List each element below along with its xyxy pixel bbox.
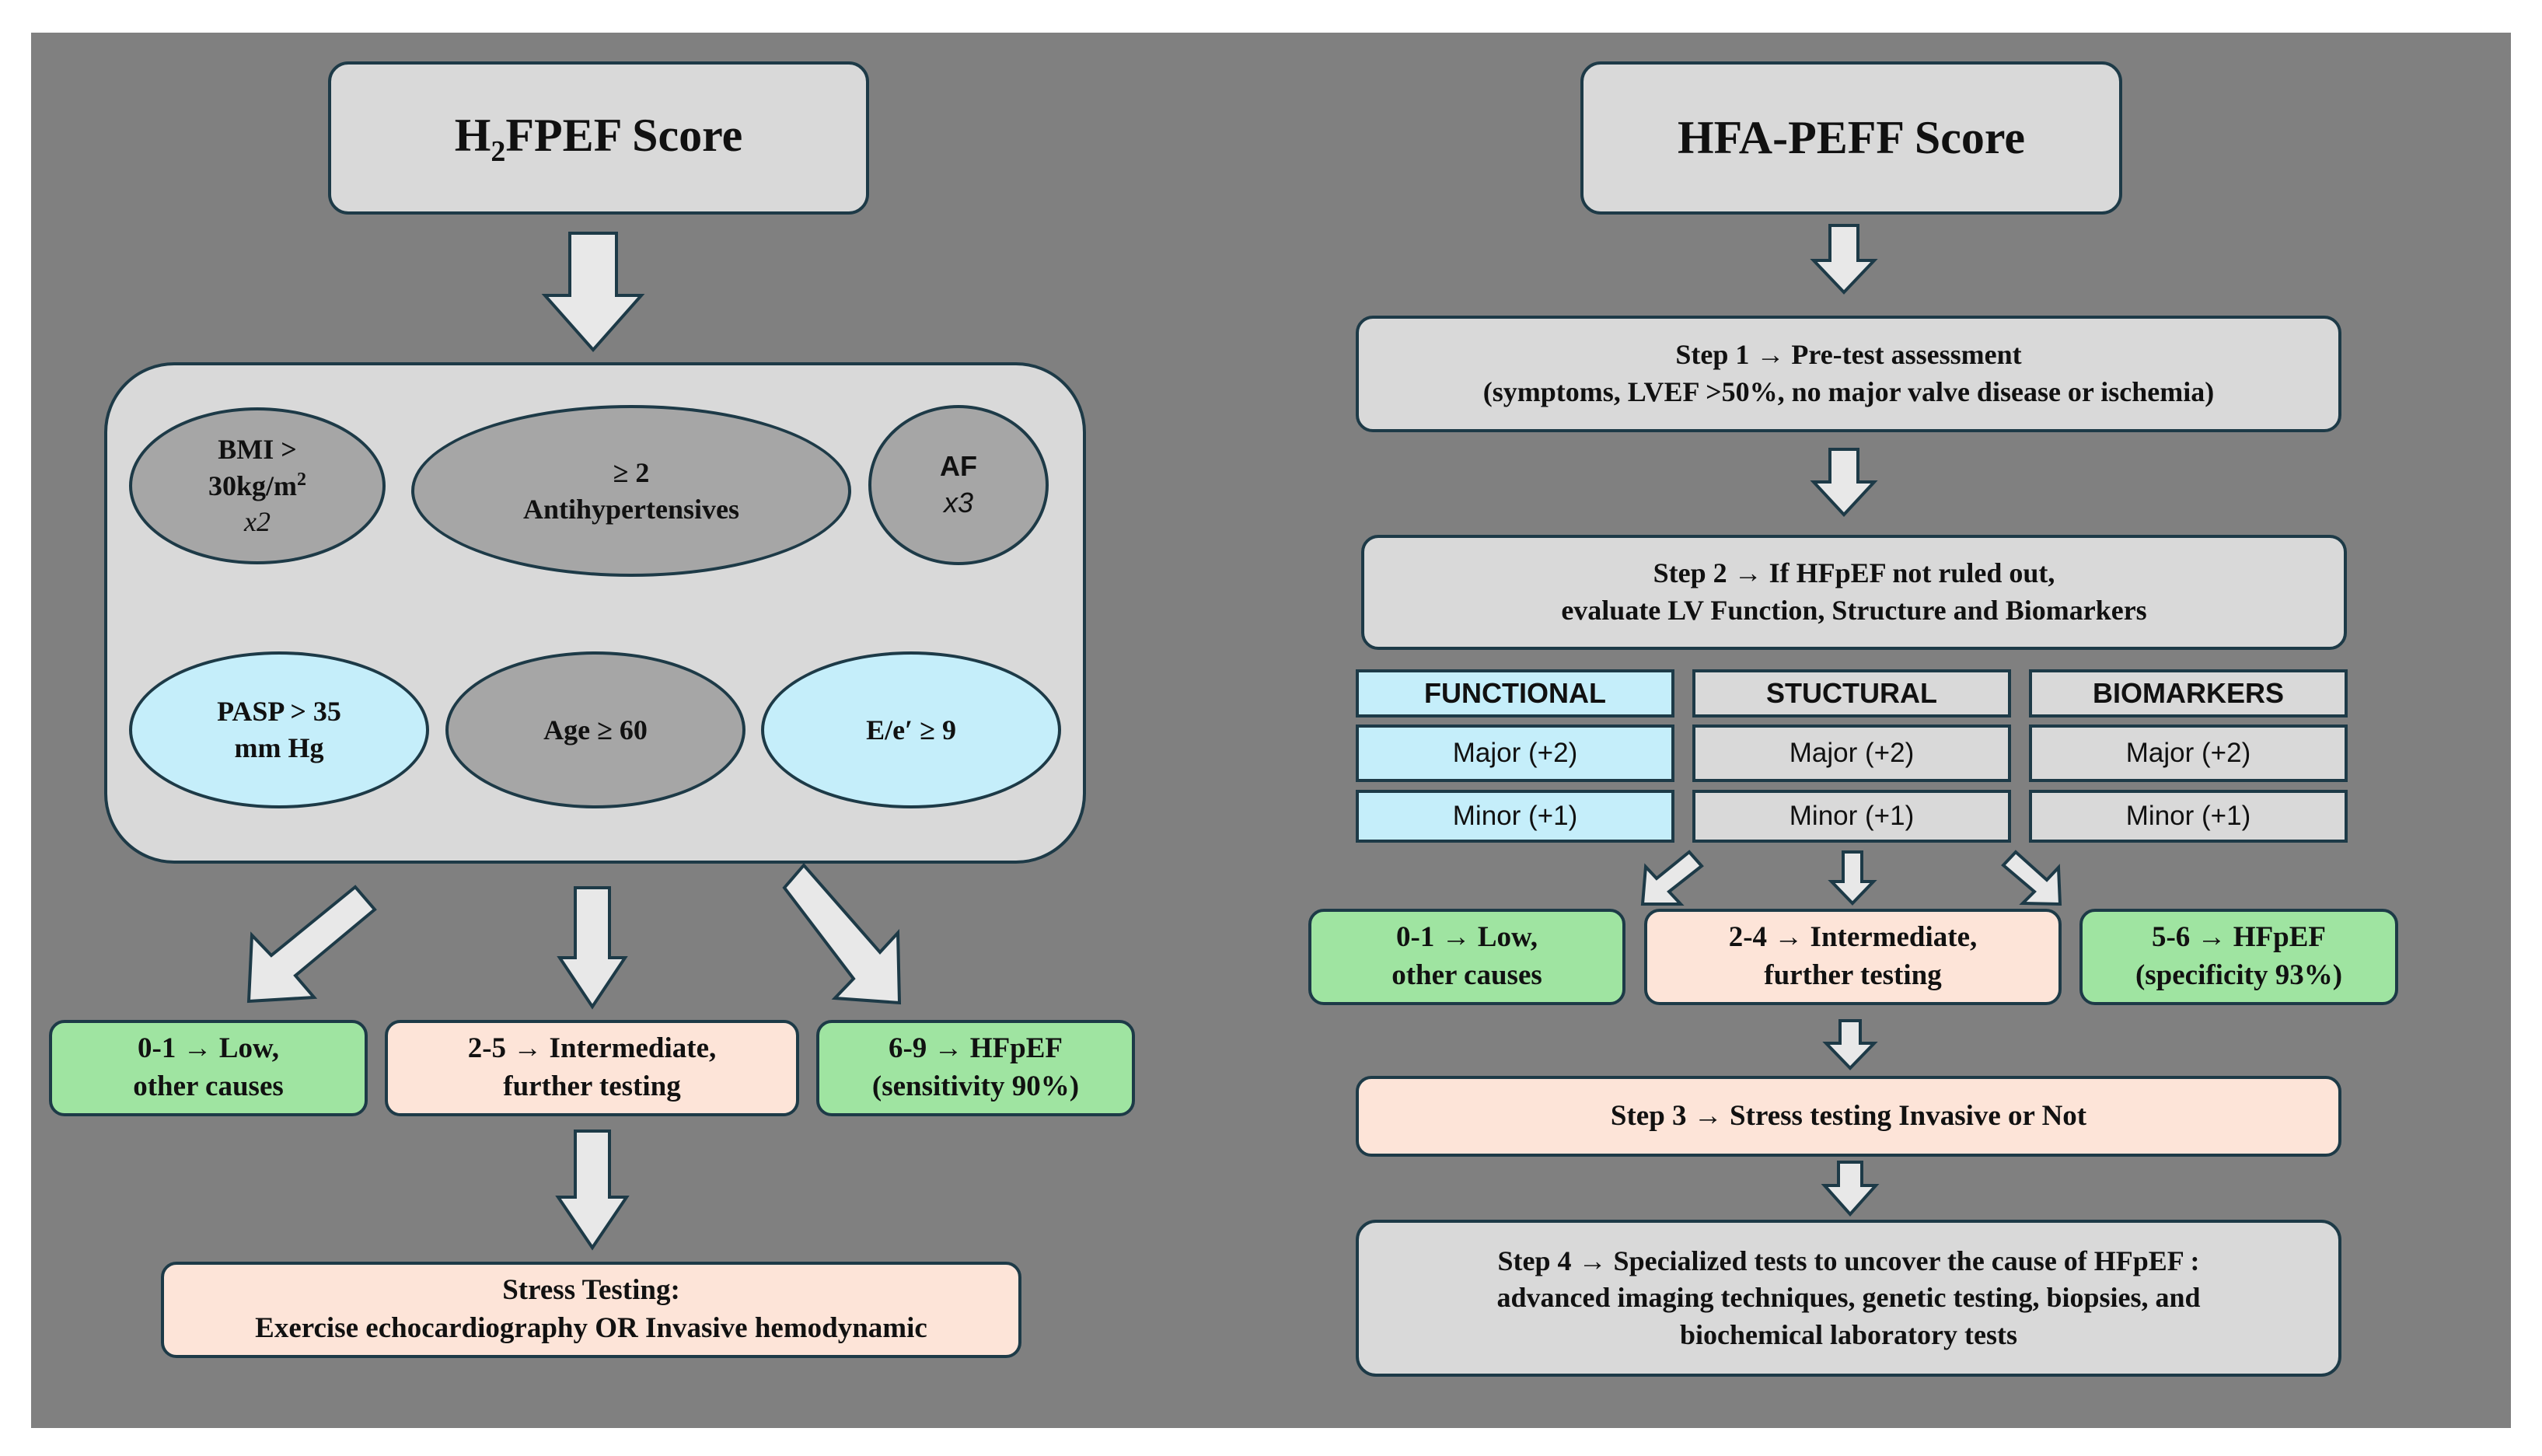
functional-header: FUNCTIONAL: [1356, 669, 1674, 718]
functional-major-cell: Major (+2): [1356, 725, 1674, 782]
pasp-label: PASP > 35: [217, 696, 341, 728]
arrow-diag-to-low-right: [1640, 850, 1704, 906]
bmi-label: BMI >: [218, 433, 297, 465]
h2fpef-high-outcome: 6-9 → HFpEF (sensitivity 90%): [816, 1020, 1135, 1116]
antihypertensives-criterion: ≥ 2 Antihypertensives: [411, 405, 851, 577]
age-label: Age ≥ 60: [543, 714, 648, 745]
ee-ratio-criterion: E/e′ ≥ 9: [761, 651, 1061, 808]
intermediate-outcome-range: 2-5 → Intermediate,: [467, 1032, 717, 1065]
arrow-down-to-intermediate: [557, 886, 628, 1010]
intermediate-outcome-text: further testing: [503, 1070, 681, 1102]
intermediate-outcome-text-right: further testing: [1764, 959, 1942, 991]
low-outcome-text-right: other causes: [1391, 959, 1542, 991]
intermediate-outcome-range-right: 2-4 → Intermediate,: [1728, 921, 1978, 954]
arrow-down-to-step3: [1822, 1019, 1878, 1070]
hfa-peff-high-outcome: 5-6 → HFpEF (specificity 93%): [2079, 909, 2398, 1005]
hfa-peff-low-outcome: 0-1 → Low, other causes: [1308, 909, 1625, 1005]
stress-testing-title: Stress Testing:: [502, 1274, 680, 1307]
step2-box: Step 2 → If HFpEF not ruled out, evaluat…: [1361, 535, 2347, 650]
structural-minor-cell: Minor (+1): [1692, 790, 2011, 843]
biomarkers-header: BIOMARKERS: [2029, 669, 2348, 718]
af-criterion: AF x3: [868, 405, 1049, 565]
hfa-peff-title: HFA-PEFF Score: [1677, 111, 2026, 163]
step4-box: Step 4 → Specialized tests to uncover th…: [1356, 1220, 2341, 1377]
step1-title: Step 1 → Pre-test assessment: [1675, 339, 2022, 371]
step3-box: Step 3 → Stress testing Invasive or Not: [1356, 1076, 2341, 1157]
step1-box: Step 1 → Pre-test assessment (symptoms, …: [1356, 316, 2341, 432]
step2-title: Step 2 → If HFpEF not ruled out,: [1653, 557, 2055, 589]
af-multiplier: x3: [943, 487, 974, 519]
bmi-value: 30kg/m2: [208, 469, 306, 501]
stress-testing-box: Stress Testing: Exercise echocardiograph…: [161, 1262, 1021, 1358]
arrow-down-to-stress: [555, 1130, 630, 1251]
arrow-diag-to-low: [246, 885, 377, 1004]
arrow-down-to-step1: [1810, 224, 1878, 295]
biomarkers-major-cell: Major (+2): [2029, 725, 2348, 782]
high-outcome-range: 6-9 → HFpEF: [888, 1032, 1063, 1065]
arrow-down-to-step4: [1821, 1161, 1880, 1217]
high-outcome-text-right: (specificity 93%): [2135, 959, 2343, 991]
hfa-peff-intermediate-outcome: 2-4 → Intermediate, further testing: [1644, 909, 2062, 1005]
age-criterion: Age ≥ 60: [445, 651, 745, 808]
arrow-down-to-step2: [1810, 448, 1878, 517]
step3-text: Step 3 → Stress testing Invasive or Not: [1610, 1099, 2087, 1132]
h2fpef-title: H2FPEF Score: [455, 105, 743, 171]
step4-detail-line2: biochemical laboratory tests: [1680, 1318, 2017, 1350]
structural-major-cell: Major (+2): [1692, 725, 2011, 782]
biomarkers-minor-cell: Minor (+1): [2029, 790, 2348, 843]
low-outcome-range-right: 0-1 → Low,: [1396, 921, 1538, 954]
bmi-criterion: BMI > 30kg/m2 x2: [129, 407, 386, 564]
h2fpef-low-outcome: 0-1 → Low, other causes: [49, 1020, 368, 1116]
high-outcome-text: (sensitivity 90%): [871, 1070, 1080, 1102]
antihypertensives-count: ≥ 2: [613, 456, 650, 488]
arrow-down-h2fpef-title: [541, 232, 645, 353]
arrow-down-to-intermediate-right: [1828, 850, 1877, 906]
step2-detail: evaluate LV Function, Structure and Biom…: [1561, 595, 2147, 626]
h2fpef-title-box: H2FPEF Score: [328, 61, 869, 215]
title-suffix: FPEF Score: [505, 109, 743, 161]
structural-header: STUCTURAL: [1692, 669, 2011, 718]
pasp-criterion: PASP > 35 mm Hg: [129, 651, 429, 808]
af-label: AF: [940, 450, 977, 483]
low-outcome-range: 0-1 → Low,: [138, 1032, 279, 1065]
stress-testing-options: Exercise echocardiography OR Invasive he…: [255, 1312, 927, 1344]
arrow-diag-to-high-right: [2001, 850, 2062, 906]
high-outcome-range-right: 5-6 → HFpEF: [2151, 921, 2327, 954]
h2fpef-intermediate-outcome: 2-5 → Intermediate, further testing: [385, 1020, 799, 1116]
functional-minor-cell: Minor (+1): [1356, 790, 1674, 843]
hfa-peff-title-box: HFA-PEFF Score: [1580, 61, 2122, 215]
title-subscript: 2: [491, 134, 506, 168]
step4-title: Step 4 → Specialized tests to uncover th…: [1497, 1245, 2200, 1276]
step4-detail-line1: advanced imaging techniques, genetic tes…: [1496, 1282, 2201, 1314]
arrow-diag-to-high: [782, 862, 902, 1005]
step1-detail: (symptoms, LVEF >50%, no major valve dis…: [1482, 376, 2215, 407]
bmi-multiplier: x2: [244, 506, 271, 538]
antihypertensives-label: Antihypertensives: [523, 493, 739, 525]
ee-ratio-label: E/e′ ≥ 9: [866, 714, 956, 745]
pasp-unit: mm Hg: [234, 732, 324, 763]
title-prefix: H: [454, 109, 491, 161]
low-outcome-text: other causes: [133, 1070, 284, 1102]
